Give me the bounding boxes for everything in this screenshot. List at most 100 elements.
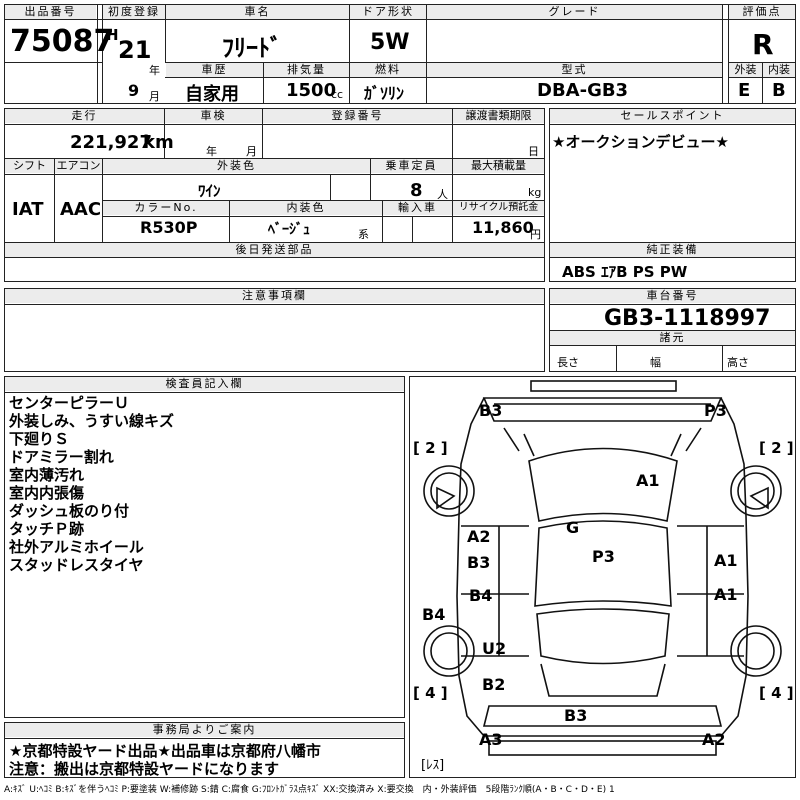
damage-mark: B3 — [564, 706, 587, 725]
equipment: ABS ｴｱB PS PW — [562, 263, 688, 281]
inspector-note: 下廻りＳ — [9, 430, 70, 448]
tire-label: [ 4 ] — [413, 684, 448, 702]
grade-label: グレード — [427, 5, 722, 19]
transfer-day-unit: 日 — [528, 145, 539, 158]
notes-label: 注意事項欄 — [5, 289, 544, 303]
sales-label: セールスポイント — [550, 109, 795, 123]
damage-mark: A2 — [702, 730, 726, 749]
reg-year: 21 — [118, 36, 152, 64]
inspector-note: タッチＰ跡 — [9, 520, 85, 538]
recycle-unit: 円 — [530, 228, 541, 241]
damage-mark: B3 — [479, 401, 502, 420]
inspector-note: ドアミラー割れ — [9, 448, 114, 466]
sales-panel — [549, 108, 796, 282]
score-label: 評価点 — [729, 5, 795, 19]
displacement-label: 排気量 — [264, 63, 349, 77]
damage-mark: A1 — [714, 551, 738, 570]
inspector-note: 外装しみ、うすい線キズ — [9, 412, 175, 430]
inspector-note: センターピラーＵ — [9, 394, 130, 412]
fuel-label: 燃料 — [350, 63, 426, 77]
inspection-label: 車検 — [165, 109, 262, 123]
interior-color-unit: 系 — [358, 228, 369, 241]
length-label: 長さ — [557, 356, 579, 369]
later-parts-label: 後日発送部品 — [5, 243, 544, 257]
ac-type: AAC — [60, 199, 102, 220]
exterior-score: E — [738, 80, 751, 101]
chassis-label: 車台番号 — [550, 289, 795, 303]
color-number: R530P — [140, 218, 198, 237]
tire-label: [ 4 ] — [759, 684, 794, 702]
damage-mark: A1 — [636, 471, 660, 490]
displacement-unit: cc — [331, 88, 344, 101]
mileage-label: 走行 — [5, 109, 164, 123]
tire-label: [ 2 ] — [759, 439, 794, 457]
recycle-fee: 11,860 — [472, 218, 534, 237]
office-panel — [4, 722, 405, 778]
month-unit: 月 — [149, 90, 160, 103]
inspector-note: ダッシュ板のり付 — [9, 502, 130, 520]
exterior-color: ﾜｲﾝ — [198, 182, 221, 200]
mileage: 221,927 — [70, 132, 152, 153]
door-label: ドア形状 — [350, 5, 426, 19]
damage-mark: P3 — [704, 401, 727, 420]
ac-label: エアコン — [55, 159, 102, 173]
recycle-label: リサイクル預託金 — [453, 201, 544, 215]
exterior-label: 外装 — [729, 63, 762, 77]
capacity: 8 — [410, 180, 423, 201]
door-type: 5W — [370, 30, 410, 55]
load-label: 最大積載量 — [453, 159, 544, 173]
damage-mark: B4 — [469, 586, 492, 605]
damage-mark: G — [566, 518, 579, 537]
car-diagram-panel — [409, 376, 796, 778]
equipment-label: 純正装備 — [550, 243, 795, 257]
interior-color-label: 内装色 — [230, 201, 382, 215]
model-code: DBA-GB3 — [537, 80, 629, 101]
sales-point: ★オークションデビュー★ — [552, 133, 729, 151]
office-label: 事務局よりご案内 — [5, 723, 404, 737]
tire-label: [ 2 ] — [413, 439, 448, 457]
reg-number-label: 登録番号 — [263, 109, 452, 123]
damage-mark: A2 — [467, 527, 491, 546]
car-name-label: 車名 — [166, 5, 349, 19]
inspector-label: 検査員記入欄 — [5, 377, 404, 391]
legend: A:ｷｽﾞ U:ﾍｺﾐ B:ｷｽﾞを伴うﾍｺﾐ P:要塗装 W:補修跡 S:錆 … — [4, 785, 615, 795]
model-label: 型式 — [427, 63, 722, 77]
damage-mark: A3 — [479, 730, 503, 749]
lot-number: 75087 — [10, 24, 115, 59]
displacement: 1500 — [286, 80, 337, 101]
mileage-unit: km — [143, 132, 174, 153]
interior-label: 内装 — [763, 63, 795, 77]
overall-score: R — [752, 28, 774, 61]
interior-score: B — [772, 80, 786, 101]
era: H — [106, 26, 119, 44]
color-label: 外装色 — [103, 159, 370, 173]
details-panel — [4, 108, 545, 282]
chassis-number: GB3-1118997 — [604, 306, 771, 331]
capacity-unit: 人 — [437, 188, 448, 201]
shift: IAT — [12, 199, 44, 220]
top-info-panel — [4, 4, 796, 104]
specs-label: 諸元 — [550, 331, 795, 345]
load-unit: kg — [528, 186, 542, 199]
car-diagram: B3 P3 A1 G A2 B3 P3 A1 A1 B4 B4 U2 B2 B3… — [413, 380, 794, 773]
reg-month: 9 — [128, 81, 140, 100]
inspector-notes: センターピラーＵ 外装しみ、うすい線キズ 下廻りＳ ドアミラー割れ 室内薄汚れ … — [9, 394, 174, 574]
car-name: ﾌﾘｰﾄﾞ — [222, 34, 282, 62]
history-label: 車歴 — [166, 63, 263, 77]
damage-mark: B4 — [422, 605, 445, 624]
inspector-note: 社外アルミホイール — [9, 538, 144, 556]
color-no-label: カラーNo. — [103, 201, 229, 215]
capacity-label: 乗車定員 — [371, 159, 452, 173]
office-line-2: 注意：搬出は京都特設ヤードになります — [9, 760, 280, 778]
damage-mark: B2 — [482, 675, 505, 694]
car-history: 自家用 — [185, 84, 239, 105]
inspector-panel — [4, 376, 405, 718]
year-unit: 年 — [149, 64, 160, 77]
lot-label: 出品番号 — [5, 5, 96, 19]
interior-color: ﾍﾞｰｼﾞｭ — [268, 222, 310, 238]
import-label: 輸入車 — [383, 201, 452, 215]
notes-panel — [4, 288, 545, 372]
first-reg-label: 初度登録 — [103, 5, 165, 19]
transfer-label: 譲渡書類期限 — [453, 109, 544, 123]
shift-label: シフト — [5, 159, 54, 173]
